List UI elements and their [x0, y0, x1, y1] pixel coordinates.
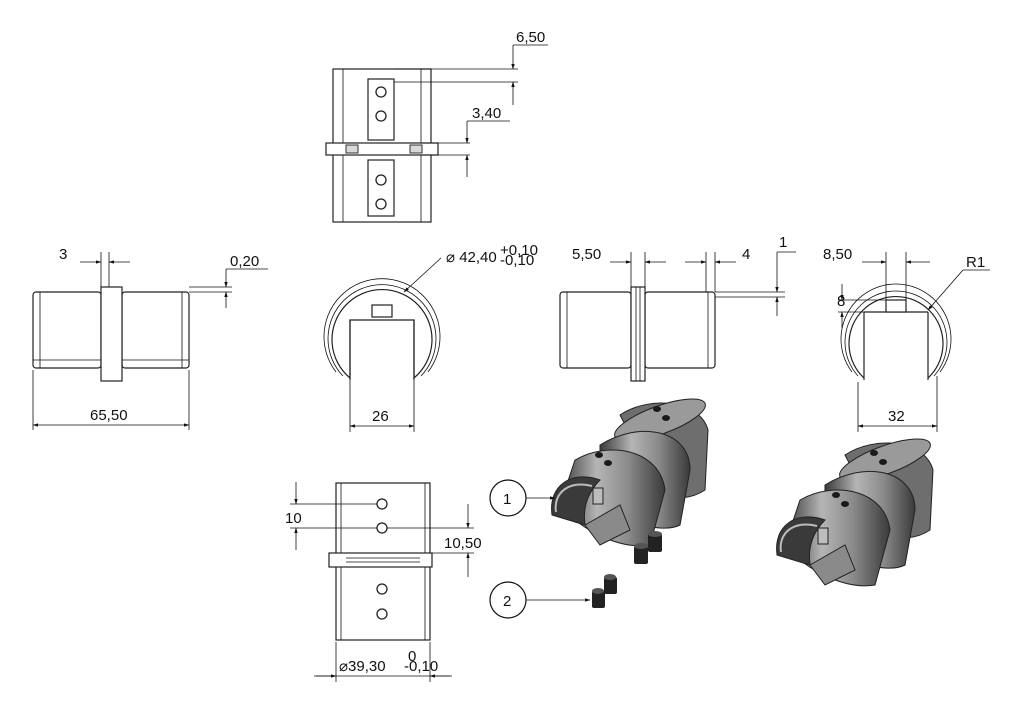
top-view: 6,50 3,40	[325, 29, 548, 223]
hole	[375, 174, 387, 186]
dim-32: 32	[888, 408, 905, 425]
side-view-2-left-half	[559, 291, 632, 369]
front-view: 26 ⌀ 42,40 +0,10 -0,10	[323, 242, 538, 432]
end-view-key	[885, 299, 907, 313]
side-view-right-half	[121, 291, 190, 369]
dim-diameter-39-30: ⌀39,30	[339, 658, 386, 675]
bottom-view-collar	[328, 552, 433, 568]
side-view-collar	[100, 286, 123, 382]
set-screw-icon	[592, 531, 662, 608]
hole	[376, 583, 388, 595]
dim-10-50: 10,50	[444, 535, 482, 552]
hole	[376, 498, 388, 510]
hole	[376, 522, 388, 534]
bottom-view: 10 10,50 ⌀39,30 0 -0,10	[285, 482, 482, 682]
dim-5-50: 5,50	[572, 246, 601, 263]
hole	[375, 86, 387, 98]
isometric-connector: 1 2	[489, 398, 709, 619]
side-view-2-right-half	[644, 291, 716, 369]
dim-tol-upper: +0,10	[500, 242, 538, 259]
side-view-left-half	[32, 291, 102, 369]
balloon-1-label: 1	[503, 491, 511, 508]
dim-65-50: 65,50	[90, 407, 128, 424]
top-view-slot-upper	[367, 78, 395, 141]
dim-tol-lower: -0,10	[500, 252, 534, 269]
dim-tol-upper: 0	[408, 648, 416, 665]
hole	[376, 608, 388, 620]
dim-diameter-42-40: ⌀ 42,40	[446, 249, 497, 266]
end-view: 8,50 R1 8 32	[823, 246, 990, 432]
balloon-2-label: 2	[503, 593, 511, 610]
side-view-2-collar	[630, 286, 646, 382]
dim-3: 3	[59, 246, 67, 263]
dim-0-20: 0,20	[230, 253, 259, 270]
dim-6-50: 6,50	[516, 29, 545, 46]
isometric-connector-assembled	[776, 438, 934, 587]
end-view-profile	[848, 295, 944, 379]
dim-r1: R1	[966, 254, 985, 271]
side-view-right: 5,50 4 1	[559, 234, 796, 382]
dim-1: 1	[779, 234, 787, 251]
hole	[375, 110, 387, 122]
dim-8: 8	[837, 293, 845, 310]
dim-10: 10	[285, 510, 302, 527]
hole	[375, 198, 387, 210]
front-view-key	[371, 304, 393, 318]
dim-8-50: 8,50	[823, 246, 852, 263]
side-view-left: 3 0,20 65,50	[32, 246, 268, 430]
dim-3-40: 3,40	[472, 105, 501, 122]
dim-4: 4	[742, 246, 750, 263]
front-view-profile	[331, 288, 433, 380]
dim-tol-lower: -0,10	[404, 658, 438, 675]
dim-26: 26	[372, 408, 389, 425]
